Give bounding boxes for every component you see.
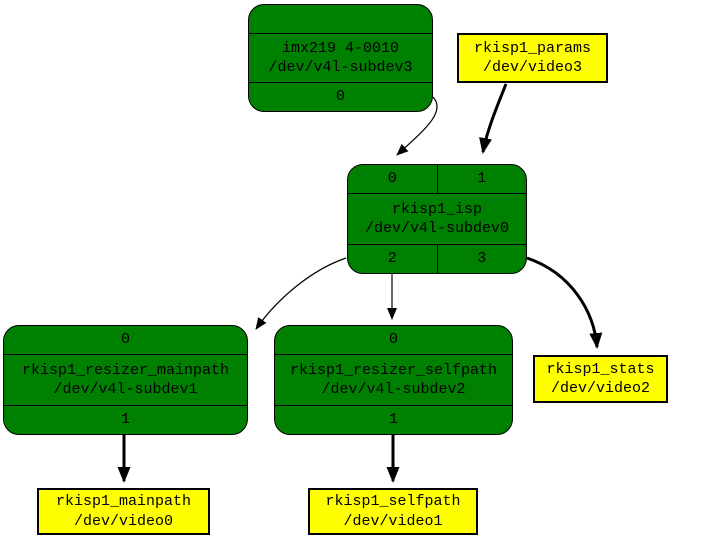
stats-entity-name: rkisp1_stats bbox=[546, 360, 655, 378]
isp-pad-0: 0 bbox=[387, 170, 397, 188]
edge-isp-3-to-stats bbox=[526, 256, 603, 349]
resizer-mainpath-pad-0: 0 bbox=[120, 331, 130, 349]
imx219-entity-name: imx219 4-0010 bbox=[281, 39, 400, 57]
isp-devnode: /dev/v4l-subdev0 bbox=[364, 220, 510, 237]
imx219-devnode: /dev/v4l-subdev3 bbox=[268, 59, 413, 76]
resizer-selfpath-pad-1: 1 bbox=[388, 411, 398, 429]
isp-bottom-pads-row: 2 3 bbox=[348, 244, 526, 273]
imx219-top-pads-row bbox=[249, 5, 432, 34]
isp-pad-3: 3 bbox=[436, 245, 527, 273]
node-rkisp1-mainpath: rkisp1_mainpath /dev/video0 bbox=[37, 488, 210, 535]
imx219-pad-0: 0 bbox=[335, 88, 345, 106]
isp-top-pads-row: 0 1 bbox=[348, 165, 526, 194]
resizer-mainpath-label: rkisp1_resizer_mainpath /dev/v4l-subdev1 bbox=[4, 355, 247, 405]
edge-params-to-isp-1 bbox=[479, 83, 508, 154]
node-resizer-selfpath-subdev: 0 rkisp1_resizer_selfpath /dev/v4l-subde… bbox=[274, 325, 513, 435]
resizer-mainpath-pad-1: 1 bbox=[120, 411, 130, 429]
resizer-mainpath-entity-name: rkisp1_resizer_mainpath bbox=[21, 361, 230, 379]
mainpath-devnode: /dev/video0 bbox=[73, 512, 174, 530]
isp-label: rkisp1_isp /dev/v4l-subdev0 bbox=[348, 194, 526, 244]
isp-entity-name: rkisp1_isp bbox=[391, 200, 482, 218]
edge-isp-2-to-resizer-mainpath-0 bbox=[255, 257, 347, 330]
params-entity-name: rkisp1_params bbox=[473, 39, 592, 57]
selfpath-devnode: /dev/video1 bbox=[343, 512, 443, 530]
isp-pad-2: 2 bbox=[387, 250, 397, 268]
resizer-selfpath-top-pads-row: 0 bbox=[275, 326, 512, 355]
params-devnode: /dev/video3 bbox=[482, 59, 583, 76]
node-imx219-subdev: imx219 4-0010 /dev/v4l-subdev3 0 bbox=[248, 4, 433, 112]
mainpath-entity-name: rkisp1_mainpath bbox=[55, 493, 192, 510]
node-rkisp1-params: rkisp1_params /dev/video3 bbox=[457, 33, 608, 83]
selfpath-entity-name: rkisp1_selfpath bbox=[325, 493, 461, 510]
node-rkisp1-stats: rkisp1_stats /dev/video2 bbox=[533, 355, 668, 403]
resizer-selfpath-pad-0: 0 bbox=[388, 331, 398, 349]
stats-devnode: /dev/video2 bbox=[550, 380, 651, 397]
isp-pad-1: 1 bbox=[436, 165, 527, 193]
imx219-label: imx219 4-0010 /dev/v4l-subdev3 bbox=[249, 34, 432, 82]
resizer-mainpath-top-pads-row: 0 bbox=[4, 326, 247, 355]
node-resizer-mainpath-subdev: 0 rkisp1_resizer_mainpath /dev/v4l-subde… bbox=[3, 325, 248, 435]
node-rkisp1-selfpath: rkisp1_selfpath /dev/video1 bbox=[308, 488, 478, 535]
resizer-selfpath-label: rkisp1_resizer_selfpath /dev/v4l-subdev2 bbox=[275, 355, 512, 405]
resizer-selfpath-bottom-pads-row: 1 bbox=[275, 405, 512, 434]
resizer-mainpath-bottom-pads-row: 1 bbox=[4, 405, 247, 434]
node-rkisp1-isp-subdev: 0 1 rkisp1_isp /dev/v4l-subdev0 2 3 bbox=[347, 164, 527, 274]
resizer-mainpath-devnode: /dev/v4l-subdev1 bbox=[53, 381, 198, 398]
resizer-selfpath-devnode: /dev/v4l-subdev2 bbox=[321, 381, 466, 398]
imx219-bottom-pads-row: 0 bbox=[249, 82, 432, 111]
resizer-selfpath-entity-name: rkisp1_resizer_selfpath bbox=[289, 361, 498, 379]
